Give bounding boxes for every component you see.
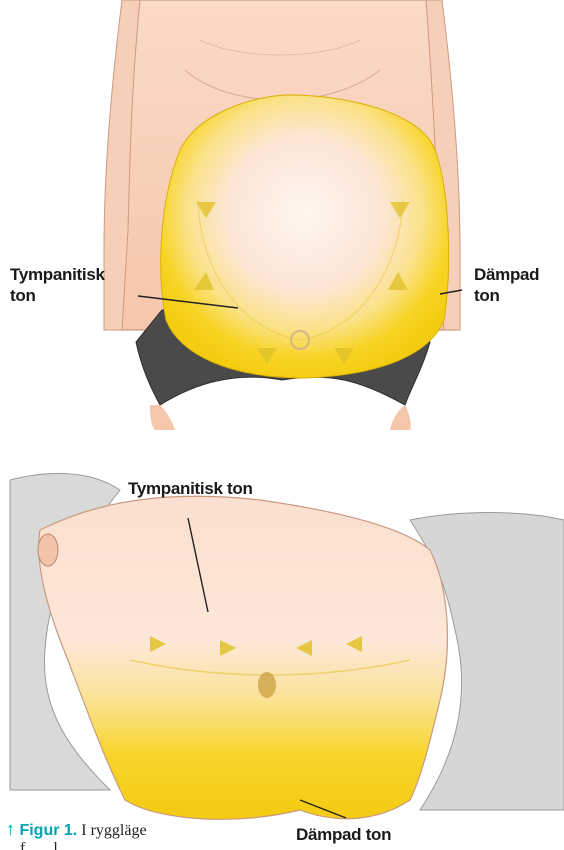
front-torso-illustration [0, 0, 564, 430]
caption-text: I ryggläge [77, 822, 146, 839]
figure-lateral-view: Tympanitisk ton Dämpad ton [0, 430, 564, 850]
lateral-torso-illustration [0, 430, 564, 850]
navel-side [258, 672, 276, 698]
arrow-up-icon: ↑ [6, 820, 15, 839]
caption-text-line2: f... ...l... ... [6, 840, 266, 850]
figure-front-view: Tympanitisk ton Dämpad ton [0, 0, 564, 430]
label-tympanic-tone-front: Tympanitisk ton [10, 264, 105, 306]
body-feature [38, 534, 58, 566]
figure-caption: ↑ Figur 1. I ryggläge f... ...l... ... [6, 820, 266, 850]
label-dull-tone-side: Dämpad ton [296, 824, 391, 845]
belly-dull-zone [161, 95, 449, 378]
figure-number: Figur 1. [19, 822, 77, 839]
label-tympanic-tone-side: Tympanitisk ton [128, 478, 253, 499]
torso-side [39, 496, 448, 819]
left-arm [0, 0, 122, 430]
label-dull-tone-front: Dämpad ton [474, 264, 539, 306]
